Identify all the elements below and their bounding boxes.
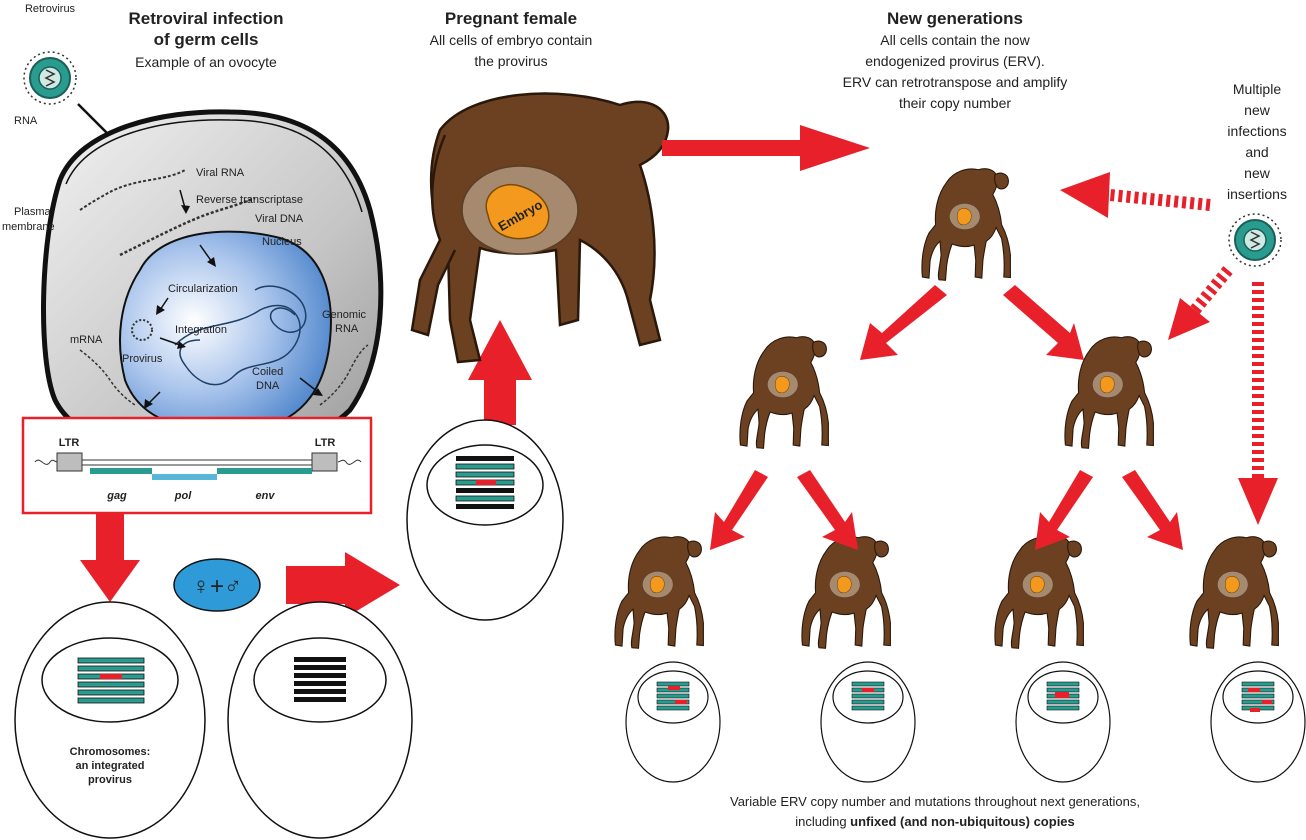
monkey-gen3-b [801,536,891,649]
generations-desc-line1: All cells contain the now [880,32,1030,48]
new-retrovirus-icon [1228,213,1282,267]
integration-label: Integration [175,324,227,336]
viral-dna-label: Viral DNA [255,213,304,225]
infection-subtitle: Example of an ovocyte [135,54,277,70]
retrovirus-icon [23,51,77,105]
chromosome-stack-normal [294,657,346,702]
multi-infection-line2: new [1244,102,1271,118]
monkey-gen3-a [614,536,704,649]
viral-rna-label: Viral RNA [196,167,245,179]
circularization-label: Circularization [168,283,238,295]
coiled-dna-line2: DNA [256,380,280,392]
multi-infection-line1: Multiple [1233,81,1281,97]
chromosomes-label-line2: an integrated [75,760,144,772]
pregnant-desc-line1: All cells of embryo contain [430,32,593,48]
descendant-cell-3 [1015,661,1111,783]
env-label: env [256,490,276,502]
coiled-dna-line1: Coiled [252,366,283,378]
footer-line2-prefix: including [795,814,850,829]
descendant-cell-2 [820,661,916,783]
arrow-to-chromosomes [80,513,140,602]
generations-desc-line2: endogenized provirus (ERV). [865,53,1045,69]
footer-line2: including unfixed (and non-ubiquitous) c… [795,814,1075,829]
pregnant-desc-line2: the provirus [474,53,547,69]
nucleus [119,230,332,432]
monkey-gen3-d [1189,536,1279,649]
pol-gene [152,474,217,480]
plasma-label-line1: Plasma [14,206,52,218]
fertilization-badge [173,558,261,612]
new-infection-arrows [1060,172,1278,525]
arrow-to-generations [662,125,870,171]
footer-line2-bold: unfixed (and non-ubiquitous) copies [850,814,1075,829]
multi-infection-line3: infections [1227,123,1286,139]
mrna-label: mRNA [70,334,103,346]
nucleus-label: Nucleus [262,236,302,248]
gag-label: gag [106,490,127,502]
monkey-gen2-left [739,336,829,449]
arrow-to-pregnant [468,320,532,425]
genomic-label-line2: RNA [335,323,359,335]
descendant-cell-1 [625,661,721,783]
reverse-transcriptase-label: Reverse transcriptase [196,194,303,206]
chromosome-stack-zygote [455,456,515,509]
multi-infection-line6: insertions [1227,186,1287,202]
embryo [485,184,550,240]
chromosomes-label-line3: provirus [88,774,132,786]
monkey-gen1 [921,168,1011,281]
fertilization-symbols: ♀+♂ [192,573,242,600]
env-gene [217,468,312,474]
chromosomes-label-line1: Chromosomes: [70,746,151,758]
rna-label: RNA [14,115,38,127]
ltr-right-box [311,452,338,472]
multi-infection-line4: and [1245,144,1268,160]
ltr-right-label: LTR [315,437,336,449]
chromosome-stack-provirus [77,657,145,704]
ltr-left-box [56,452,83,472]
monkey-gen3-c [994,536,1084,649]
generations-desc-line3: ERV can retrotranspose and amplify [843,74,1068,90]
genomic-label-line1: Genomic [322,309,367,321]
infection-title-line1: Retroviral infection [129,9,284,28]
generations-title: New generations [887,9,1023,28]
infection-title-line2: of germ cells [154,30,259,49]
pregnant-monkey: Embryo [410,92,670,364]
gag-gene [90,468,152,474]
generations-desc-line4: their copy number [899,95,1011,111]
generation-arrows [710,285,1183,550]
descendant-cell-4 [1210,661,1306,783]
provirus-label: Provirus [122,353,163,365]
retrovirus-label: Retrovirus [25,3,76,15]
multi-infection-line5: new [1244,165,1271,181]
ltr-left-label: LTR [59,437,80,449]
pol-label: pol [174,490,192,502]
pregnant-title: Pregnant female [445,9,577,28]
circular-provirus [131,319,153,341]
plasma-label-line2: membrane [2,221,55,233]
footer-line1: Variable ERV copy number and mutations t… [730,794,1140,809]
